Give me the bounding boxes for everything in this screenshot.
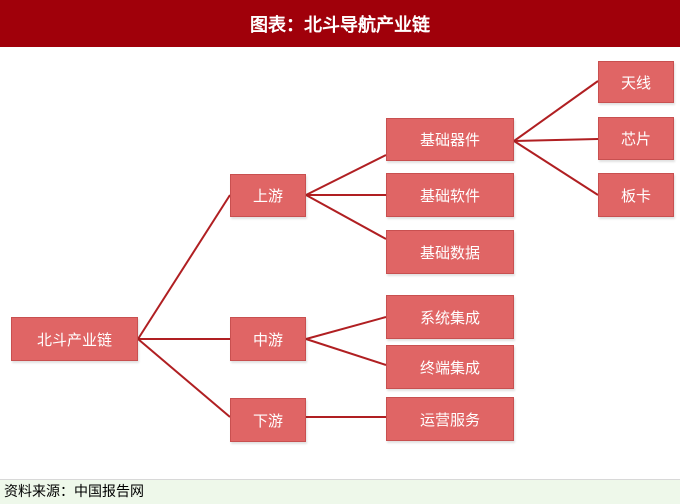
node-midstream: 中游 (230, 317, 306, 361)
node-operation-services: 运营服务 (386, 397, 514, 441)
node-terminal-integration: 终端集成 (386, 345, 514, 389)
node-beidou-industry-chain: 北斗产业链 (11, 317, 138, 361)
node-basic-data: 基础数据 (386, 230, 514, 274)
connector-components-antenna (513, 80, 599, 142)
connector-upstream-basic-data (305, 194, 387, 240)
node-upstream: 上游 (230, 174, 306, 217)
diagram-canvas: 北斗产业链 上游 中游 下游 基础器件 基础软件 基础数据 系统集成 终端集成 … (0, 47, 680, 480)
connector-lines (137, 80, 599, 418)
node-basic-components: 基础器件 (386, 118, 514, 161)
node-system-integration: 系统集成 (386, 295, 514, 339)
node-basic-software: 基础软件 (386, 173, 514, 217)
connector-upstream-basic-components (305, 154, 387, 196)
node-antenna: 天线 (598, 61, 674, 103)
connector-root-downstream (137, 338, 231, 418)
source-note: 资料来源：中国报告网 (0, 480, 680, 504)
connector-components-chip (513, 138, 599, 142)
connector-midstream-terminal-integration (305, 338, 387, 366)
connector-components-board (513, 140, 599, 196)
node-board: 板卡 (598, 173, 674, 217)
connector-midstream-system-integration (305, 316, 387, 340)
connector-root-upstream (137, 194, 231, 340)
node-downstream: 下游 (230, 398, 306, 442)
chart-title: 图表：北斗导航产业链 (0, 0, 680, 47)
node-chip: 芯片 (598, 117, 674, 160)
